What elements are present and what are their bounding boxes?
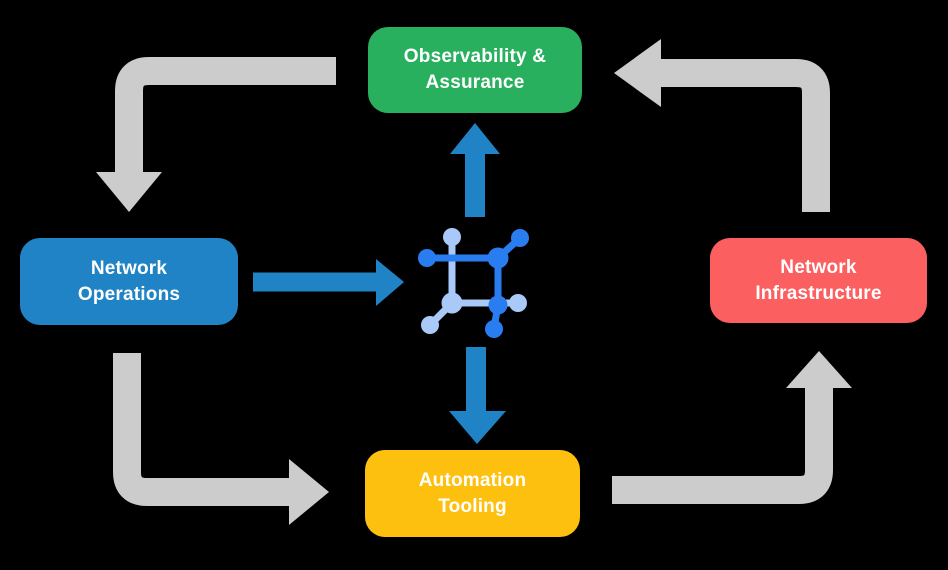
arrow-operations-to-automation	[113, 353, 329, 525]
arrow-automation-to-infrastructure	[612, 351, 852, 504]
network-nodes-icon	[418, 228, 529, 338]
arrow-infrastructure-to-observability	[614, 39, 830, 212]
node-observability-assurance: Observability & Assurance	[368, 27, 582, 113]
node-network-infrastructure: Network Infrastructure	[710, 238, 927, 323]
network-nodes-icon-dark-part	[418, 229, 529, 338]
arrow-observability-to-operations	[96, 57, 336, 212]
network-nodes-icon-light-part	[421, 228, 527, 334]
arrow-center-to-observability	[450, 123, 500, 217]
node-observability-assurance-label: Observability & Assurance	[403, 46, 547, 93]
node-automation-tooling-label: Automation Tooling	[418, 469, 527, 517]
node-network-operations: Network Operations	[20, 238, 238, 325]
node-automation-tooling: Automation Tooling	[365, 450, 580, 537]
node-network-operations-label: Network Operations	[77, 257, 181, 305]
arrow-center-to-automation	[449, 347, 506, 444]
arrow-operations-to-center	[253, 259, 404, 306]
node-network-infrastructure-label: Network Infrastructure	[755, 256, 882, 304]
